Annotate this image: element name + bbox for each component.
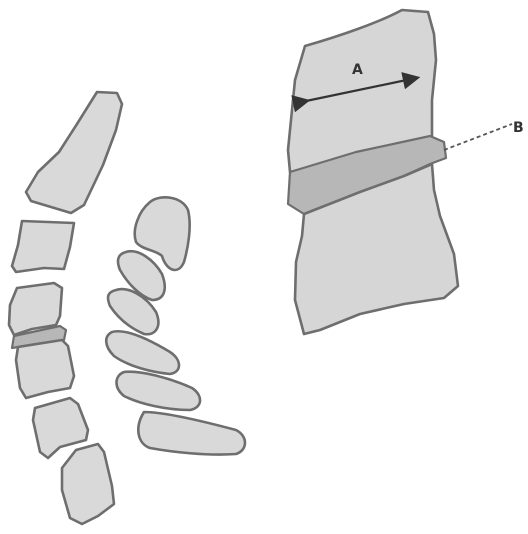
- posterior-element-4: [106, 331, 179, 374]
- label-b: B: [513, 120, 524, 136]
- posterior-element-5: [117, 372, 201, 410]
- middle-posterior-elements: [106, 197, 245, 454]
- vertebra-left-4: [16, 340, 74, 398]
- leader-b: [444, 124, 512, 150]
- left-vertebral-column: [9, 92, 122, 524]
- enlarged-motion-segment: A B: [288, 10, 524, 334]
- vertebra-left-2: [12, 221, 74, 272]
- label-a: A: [352, 62, 363, 78]
- vertebra-left-6: [62, 444, 114, 524]
- vertebra-left-1: [26, 92, 122, 213]
- posterior-element-6: [138, 412, 245, 455]
